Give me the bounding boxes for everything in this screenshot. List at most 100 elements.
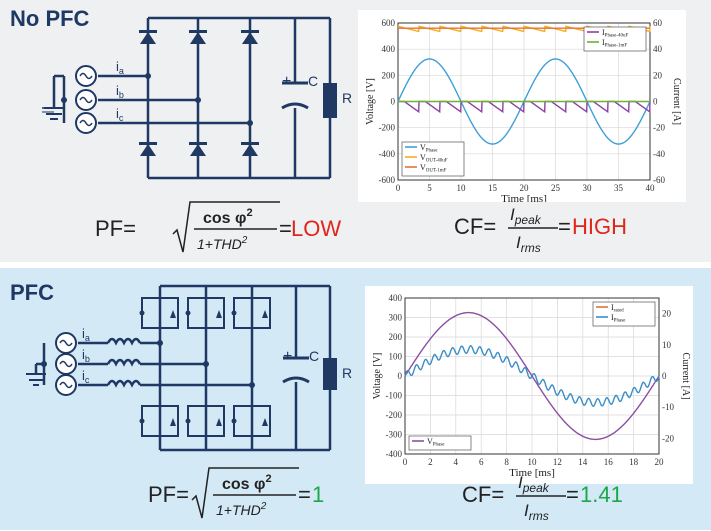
x-tick-label: 12 (553, 457, 562, 467)
x-tick-label: 15 (488, 183, 498, 193)
y2-tick-label: 60 (653, 18, 663, 28)
x-tick-label: 18 (629, 457, 639, 467)
x-tick-label: 25 (551, 183, 561, 193)
x-tick-label: 8 (504, 457, 509, 467)
y2-tick-label: -40 (653, 149, 665, 159)
current-label-c: ic (82, 368, 90, 385)
y-tick-label: -600 (379, 175, 396, 185)
y2-tick-label: 20 (662, 309, 672, 319)
x-axis-label: Time [ms] (509, 467, 555, 479)
pf-result: 1 (312, 482, 324, 507)
y-tick-label: 0 (398, 371, 403, 381)
legend-label: VOUT-1mF (420, 163, 447, 174)
legend-box (408, 435, 472, 451)
cf-equals: = (566, 482, 579, 507)
legend-label: IPhase-1mF (602, 38, 627, 49)
y-tick-label: 300 (389, 313, 403, 323)
cf-formula: CF= Ipeak Irms = 1.41 (462, 464, 662, 526)
cf-lhs: CF= (454, 214, 496, 239)
pf-equals: = (279, 216, 292, 241)
cf-formula: CF= Ipeak Irms = HIGH (454, 196, 654, 258)
y-tick-label: 400 (389, 293, 403, 303)
x-tick-label: 40 (646, 183, 656, 193)
y-tick-label: -100 (386, 391, 403, 401)
pf-lhs: PF= (148, 482, 189, 507)
y-tick-label: 100 (389, 352, 403, 362)
current-label-b: ib (116, 83, 124, 100)
y2-tick-label: 0 (662, 371, 667, 381)
y2-tick-label: 10 (662, 340, 672, 350)
cap-label: C (309, 348, 319, 364)
y-tick-label: -200 (379, 123, 396, 133)
panel-title: PFC (10, 280, 54, 305)
pf-formula: PF= cos φ2 1+THD2 = 1 (148, 464, 368, 526)
series-line-1 (398, 25, 651, 33)
x-tick-label: 20 (655, 457, 665, 467)
legend-label: IPhase-40uF (602, 28, 629, 39)
legend-label: IPhase (611, 313, 626, 324)
current-label-a: ia (116, 59, 124, 76)
x-tick-label: 20 (520, 183, 530, 193)
current-label-a: ia (82, 326, 90, 343)
y2-tick-label: 0 (653, 97, 658, 107)
y-tick-label: 400 (382, 44, 396, 54)
y-tick-label: -200 (386, 410, 403, 420)
legend-label: VPhase (420, 143, 438, 154)
panel-separator (0, 262, 711, 268)
x-tick-label: 2 (428, 457, 433, 467)
pf-numerator: cos φ2 (203, 207, 253, 227)
current-label-b: ib (82, 347, 90, 364)
x-tick-label: 35 (614, 183, 624, 193)
x-axis-label: Time [ms] (501, 193, 547, 202)
y2-axis-label: Current [A] (671, 78, 682, 125)
series-line-1 (404, 345, 660, 407)
x-tick-label: 16 (604, 457, 614, 467)
y2-tick-label: -20 (653, 123, 665, 133)
panel-title: No PFC (10, 6, 90, 31)
cap-label: C (308, 73, 318, 89)
res-label: R (342, 365, 352, 381)
pf-denominator: 1+THD2 (216, 501, 267, 518)
current-label-c: ic (116, 106, 124, 123)
y-tick-label: 600 (382, 18, 396, 28)
cf-denominator: Irms (524, 501, 549, 523)
x-tick-label: 10 (528, 457, 538, 467)
cf-result: HIGH (572, 214, 627, 239)
cf-numerator: Ipeak (518, 473, 550, 495)
y-tick-label: -400 (386, 449, 403, 459)
pf-result: LOW (291, 216, 341, 241)
x-tick-label: 4 (454, 457, 459, 467)
pf-formula: PF= cos φ2 1+THD2 = LOW (95, 196, 385, 258)
y-tick-label: 200 (382, 70, 396, 80)
diode-bridge-circuit: ia ib ic + C R (42, 16, 352, 180)
cap-plus: + (282, 73, 291, 90)
cf-numerator: Ipeak (510, 205, 542, 227)
y2-tick-label: -60 (653, 175, 665, 185)
res-label: R (342, 90, 352, 106)
cap-plus: + (283, 348, 292, 365)
legend-label: Irated (611, 303, 624, 314)
pf-equals: = (298, 482, 311, 507)
series-line-3 (398, 100, 651, 114)
legend-box (583, 26, 647, 52)
y-tick-label: -400 (379, 149, 396, 159)
x-tick-label: 10 (457, 183, 467, 193)
cf-equals: = (558, 214, 571, 239)
y2-tick-label: -20 (662, 433, 674, 443)
legend-box (592, 301, 656, 327)
y-tick-label: 0 (391, 97, 396, 107)
cf-result: 1.41 (580, 482, 623, 507)
y2-axis-label: Current [A] (680, 353, 691, 400)
y-axis-label: Voltage [V] (365, 78, 376, 125)
no-pfc-panel: No PFC (0, 0, 711, 262)
y2-tick-label: -10 (662, 402, 674, 412)
y2-tick-label: 20 (653, 70, 663, 80)
y-axis-label: Voltage [V] (372, 353, 383, 400)
cf-lhs: CF= (462, 482, 504, 507)
x-tick-label: 0 (396, 183, 401, 193)
cf-denominator: Irms (516, 233, 541, 255)
y2-tick-label: 40 (653, 44, 663, 54)
